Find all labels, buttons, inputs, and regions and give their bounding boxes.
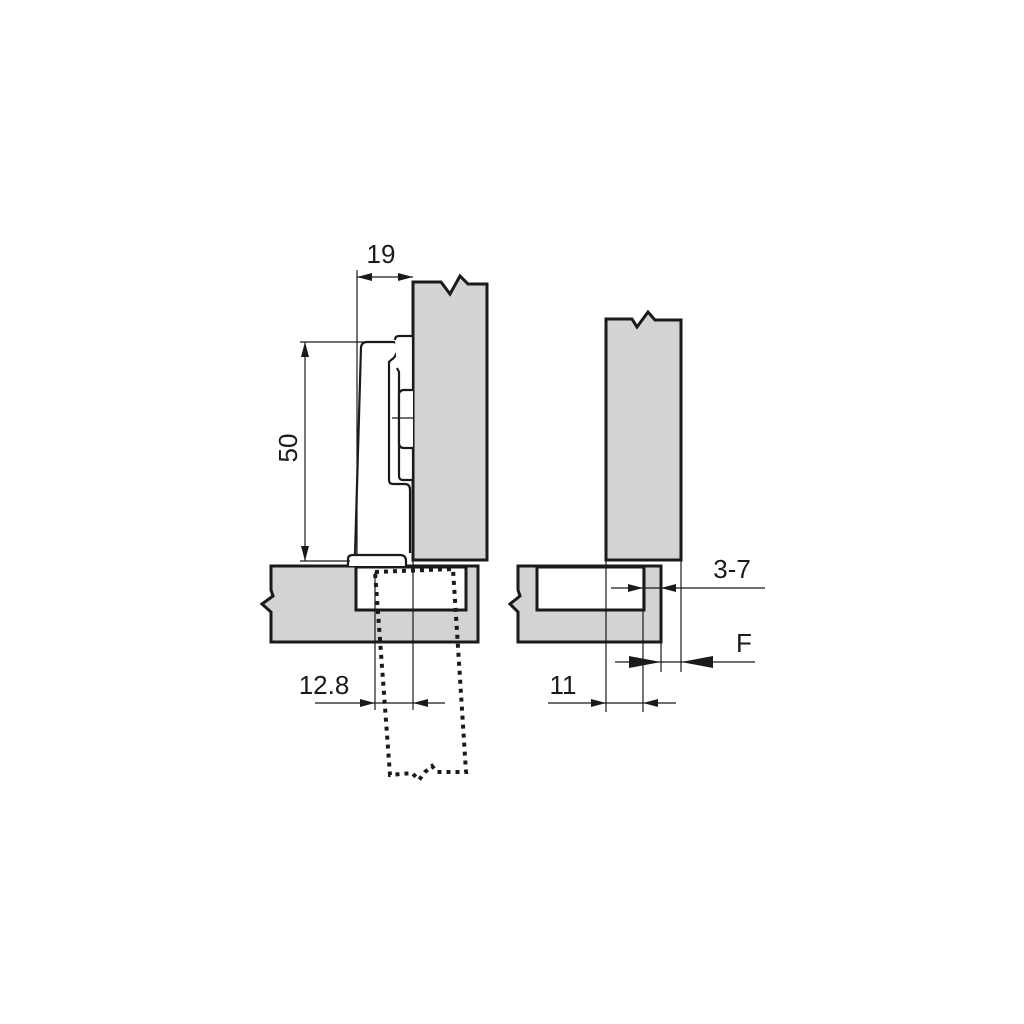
dim-f-label: F [736,628,752,658]
dim-3-7-label: 3-7 [713,554,751,584]
left-view: 19 50 12.8 [259,239,489,784]
hinge-screw-slot [397,388,413,450]
right-view: 3-7 F 11 [507,309,765,712]
dim-50-label: 50 [273,434,303,463]
hinge-cup-flange [346,553,408,566]
cabinet-side-panel [411,273,489,562]
cabinet-side-panel-right [604,309,683,562]
dim-12-8-label: 12.8 [299,670,350,700]
cup-recess [354,565,468,612]
dim-19-label: 19 [367,239,396,269]
dim-11-label: 11 [550,670,577,700]
